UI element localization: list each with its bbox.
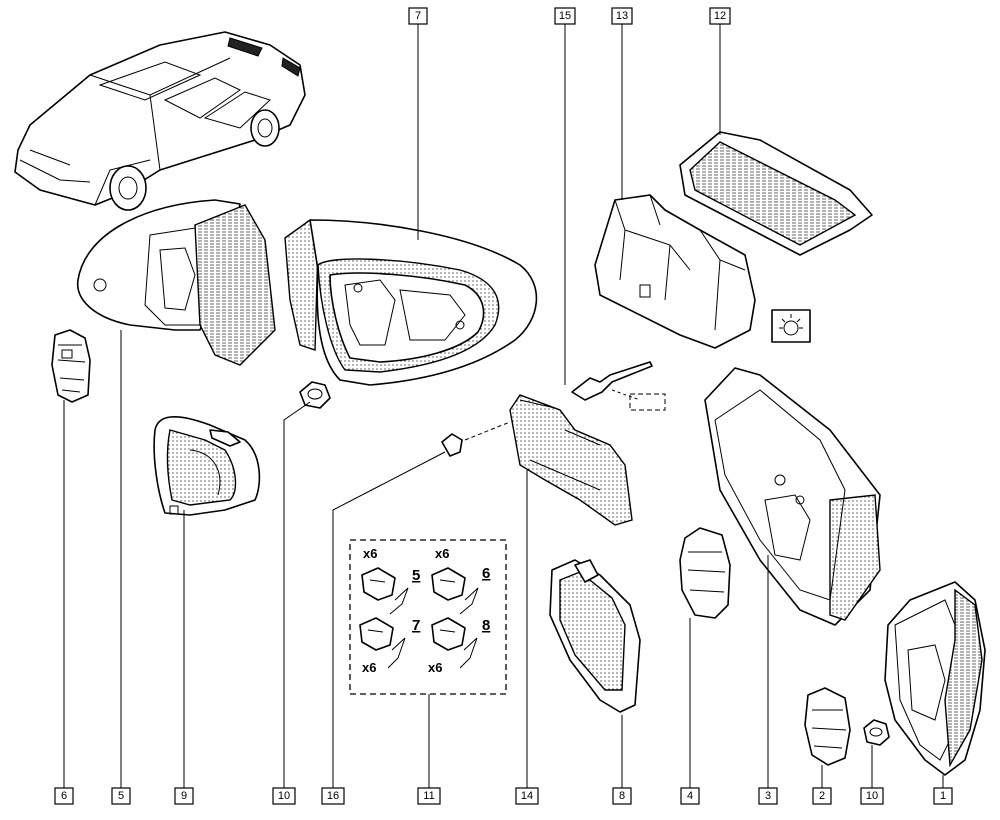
qty-label-br: x6 [428,660,442,675]
part-7-rear-lamp-housing [284,219,538,386]
callout-11-label: 11 [423,790,434,802]
bulb-num-7: 7 [412,617,420,634]
bulb-num-8: 8 [482,617,490,634]
qty-label-tl: x6 [363,546,377,561]
bulb-holder-6 [431,567,479,615]
callout-7: 7 [408,7,428,25]
part-10-nut-right [863,719,890,746]
part-15-screw [571,361,666,411]
part-2-bulb-holder [804,687,851,766]
callout-1-label: 1 [940,790,946,802]
callout-15-label: 15 [559,10,571,22]
qty-label-tr: x6 [435,546,449,561]
callout-12-label: 12 [714,10,726,22]
bulb-num-5: 5 [412,567,420,584]
callout-2-label: 2 [819,790,825,802]
bulb-holder-7 [359,617,406,669]
part-9-access-cover [153,415,261,516]
part-11-bulb-inset: x6 x6 x6 x6 5 6 7 8 [349,539,507,695]
callout-14-label: 14 [521,790,533,802]
leader-lines [63,24,944,788]
callout-5-label: 5 [118,790,124,802]
callout-16-label: 16 [327,790,339,802]
part-16-clip [441,421,511,457]
callout-6: 6 [54,787,74,805]
part-13-high-stop-lamp [594,194,756,349]
callout-10-left: 10 [272,787,296,805]
callout-10-right: 10 [860,787,884,805]
part-3-rear-lamp-right [704,367,881,626]
car-illustration [14,31,306,211]
bulb-holder-5 [361,567,409,615]
bulb-symbol-icon [771,309,811,343]
callout-2: 2 [812,787,832,805]
callout-8: 8 [612,787,632,805]
qty-label-bl: x6 [362,660,376,675]
part-1-rear-lamp-right-outer [884,581,986,776]
callout-13: 13 [611,7,633,25]
callout-1: 1 [933,787,953,805]
bulb-holder-8 [431,617,478,669]
part-6-bulb-holder [51,329,91,403]
callout-14: 14 [515,787,539,805]
part-4-bulb-holder [679,527,731,619]
callout-9-label: 9 [181,790,187,802]
callout-8-label: 8 [619,790,625,802]
callout-4-label: 4 [687,790,693,802]
part-8-access-cover-right [549,559,641,713]
callout-3-label: 3 [765,790,771,802]
callout-13-label: 13 [616,10,628,22]
callout-11: 11 [417,787,441,805]
callout-12: 12 [709,7,731,25]
callout-10-right-label: 10 [866,790,878,802]
part-5-rear-lamp-left [76,199,276,366]
callout-4: 4 [680,787,700,805]
callout-16: 16 [321,787,345,805]
callout-9: 9 [174,787,194,805]
callout-3: 3 [758,787,778,805]
callout-10-left-label: 10 [278,790,290,802]
part-10-nut-left [299,381,331,409]
bulb-num-6: 6 [482,565,490,582]
callout-5: 5 [111,787,131,805]
callout-6-label: 6 [61,790,67,802]
part-12-lens-strip [679,131,873,256]
part-14-bulb-carrier-plate [509,394,633,526]
callout-7-label: 7 [415,10,421,22]
callout-15: 15 [554,7,576,25]
